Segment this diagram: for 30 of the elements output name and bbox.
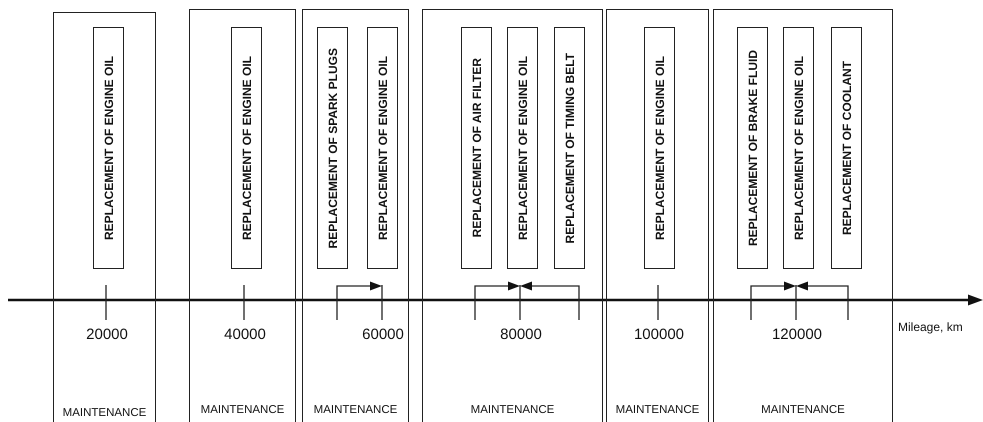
task-box: REPLACEMENT OF ENGINE OIL: [367, 27, 398, 269]
task-box: REPLACEMENT OF ENGINE OIL: [231, 27, 262, 269]
maintenance-label: MAINTENANCE: [200, 404, 286, 416]
maintenance-label: MAINTENANCE: [312, 404, 398, 416]
maintenance-panel: [713, 9, 893, 422]
mileage-value: 20000: [86, 326, 128, 343]
mileage-value: 40000: [224, 326, 266, 343]
mileage-value: 80000: [500, 326, 542, 343]
maintenance-panel: [302, 9, 409, 422]
task-box: REPLACEMENT OF ENGINE OIL: [644, 27, 675, 269]
task-box: REPLACEMENT OF TIMING BELT: [554, 27, 585, 269]
mileage-value: 120000: [772, 326, 822, 343]
maintenance-panel: [606, 9, 709, 422]
task-box: REPLACEMENT OF ENGINE OIL: [93, 27, 124, 269]
maintenance-panel: [189, 9, 296, 422]
mileage-value: 60000: [362, 326, 404, 343]
maintenance-label: MAINTENANCE: [470, 404, 556, 416]
task-box: REPLACEMENT OF BRAKE FLUID: [737, 27, 768, 269]
maintenance-label: MAINTENANCE: [760, 404, 846, 416]
task-box: REPLACEMENT OF AIR FILTER: [461, 27, 492, 269]
maintenance-label: MAINTENANCE: [62, 407, 148, 419]
task-box: REPLACEMENT OF ENGINE OIL: [507, 27, 538, 269]
task-box: REPLACEMENT OF ENGINE OIL: [783, 27, 814, 269]
mileage-value: 100000: [634, 326, 684, 343]
maintenance-panel: [422, 9, 603, 422]
task-box: REPLACEMENT OF COOLANT: [831, 27, 862, 269]
maintenance-label: MAINTENANCE: [614, 404, 700, 416]
axis-label: Mileage, km: [898, 320, 963, 334]
task-box: REPLACEMENT OF SPARK PLUGS: [317, 27, 348, 269]
maintenance-panel: [53, 12, 156, 422]
